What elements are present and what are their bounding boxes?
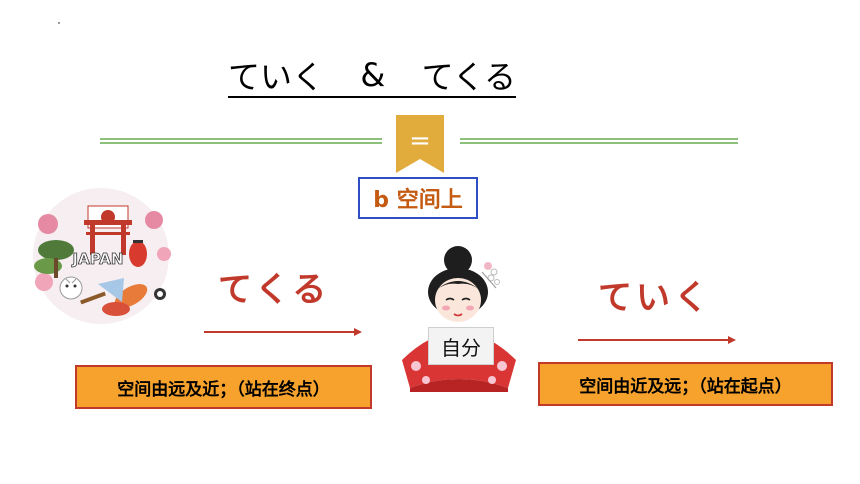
collage-text: JAPAN [72,250,124,268]
verb-teiku: ていく [598,278,712,318]
japan-collage: JAPAN [33,188,171,324]
arrow-right-icon [204,328,362,336]
section-label: b 空间上 [358,177,478,219]
divider-right [460,138,738,144]
self-label: 自分 [428,327,494,365]
bookmark-symbol: = [409,126,431,156]
stray-dot [58,22,60,24]
verb-tekuru: てくる [218,270,331,310]
description-teiku: 空间由近及远；（站在起点） [538,362,833,406]
description-tekuru: 空间由远及近；（站在终点） [75,365,372,409]
divider-left [100,138,382,144]
title-left-word: ていく [228,58,325,96]
bookmark-icon: = [396,115,444,173]
geisha-illustration [402,246,516,392]
title-right-word: てくる [421,58,516,96]
arrow-right-icon [578,336,736,344]
page-title: ていく & てくる [228,56,516,98]
title-ampersand: & [360,56,386,94]
